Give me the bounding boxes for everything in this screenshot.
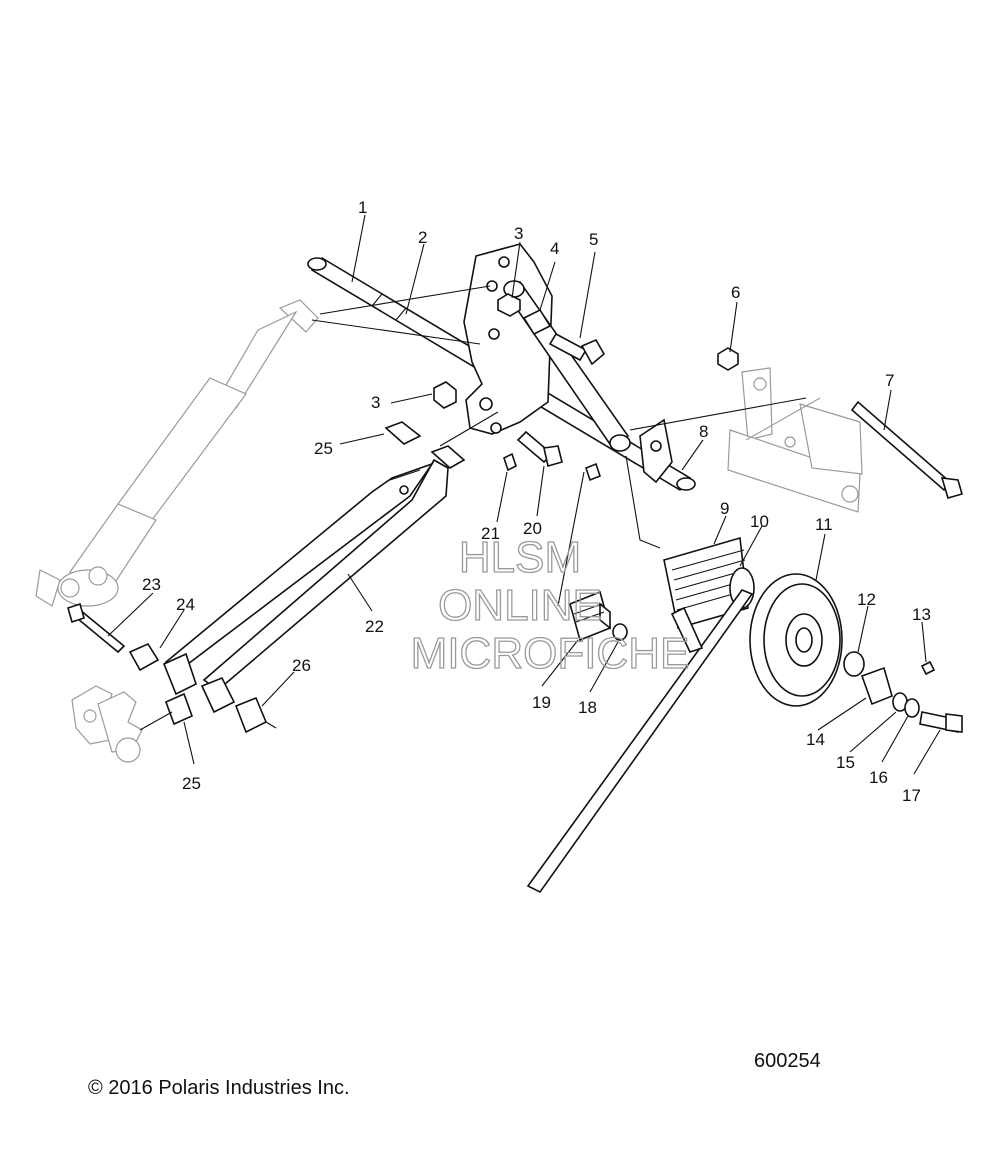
callout-18: 18: [578, 698, 597, 717]
spring: [526, 536, 755, 894]
torque-arm: [164, 458, 449, 692]
upper-hardware: [497, 293, 606, 366]
callout-21: 21: [481, 524, 500, 543]
callout-1: 1: [358, 198, 367, 217]
callout-6: 6: [731, 283, 740, 302]
copyright: © 2016 Polaris Industries Inc.: [88, 1077, 350, 1099]
callout-3: 3: [514, 224, 523, 243]
shaft-bracket: [463, 243, 553, 435]
retaining-clip: [612, 623, 628, 641]
callout-26: 26: [292, 656, 311, 675]
callout-24: 24: [176, 595, 195, 614]
watermark-line-1: HLSM: [459, 533, 581, 582]
callout-15: 15: [836, 753, 855, 772]
guide-lines: [139, 285, 807, 731]
nut-6: [717, 347, 739, 371]
callout-3-lower: 3: [371, 393, 380, 412]
callout-23: 23: [142, 575, 161, 594]
callout-2: 2: [418, 228, 427, 247]
callout-22: 22: [365, 617, 384, 636]
wheel-hardware: [843, 651, 963, 733]
callout-14: 14: [806, 730, 825, 749]
callout-7: 7: [885, 371, 894, 390]
nut-3b: [433, 381, 457, 409]
callout-16: 16: [869, 768, 888, 787]
callout-8: 8: [699, 422, 708, 441]
small-nut: [585, 462, 601, 482]
slider-block: [569, 590, 611, 642]
idler-wheel: [749, 573, 843, 707]
mount-bracket-ghost: [71, 685, 143, 763]
watermark-line-2: ONLINE: [438, 581, 602, 630]
rear-arm-ghost: [727, 367, 863, 513]
callout-11: 11: [815, 515, 833, 534]
callout-9: 9: [720, 499, 729, 518]
shock-absorber-ghost: [35, 299, 319, 607]
callout-17: 17: [902, 786, 921, 805]
bolt-20: [516, 430, 563, 468]
callout-12: 12: [857, 590, 876, 609]
grease-fitting: [503, 452, 517, 472]
bolt-23: [67, 602, 126, 654]
bushing-25-upper: [384, 421, 466, 469]
watermark: HLSM ONLINE MICROFICHE: [410, 532, 690, 678]
callout-19: 19: [532, 693, 551, 712]
callout-13: 13: [912, 605, 931, 624]
watermark-line-3: MICROFICHE: [411, 629, 690, 678]
callout-5: 5: [589, 230, 598, 249]
callout-numbers: 1 2 3 4 5 6 3 7 8 25 9 10 11 21 20 23 24…: [142, 198, 931, 805]
callout-4: 4: [550, 239, 559, 258]
callout-25-lower: 25: [182, 774, 201, 793]
callout-20: 20: [523, 519, 542, 538]
figure-number: 600254: [754, 1050, 821, 1072]
leader-lines: [107, 214, 941, 775]
long-bolt: [850, 400, 963, 499]
lower-bushings: [128, 642, 268, 734]
callout-25-upper: 25: [314, 439, 333, 458]
callout-10: 10: [750, 512, 769, 531]
